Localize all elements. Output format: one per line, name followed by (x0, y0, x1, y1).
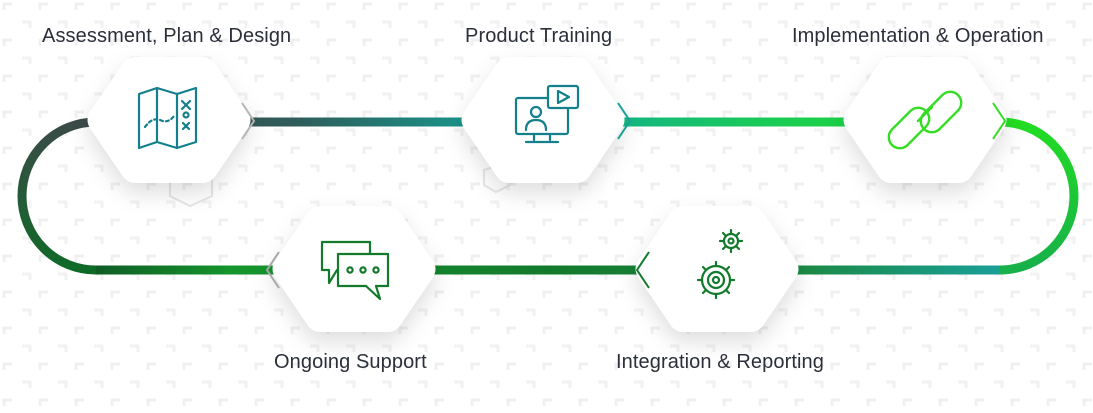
folded-map-icon (137, 86, 198, 150)
video-training-monitor-icon (514, 84, 580, 144)
step-label-implementation: Implementation & Operation (792, 25, 1044, 47)
flow-arrows (241, 102, 1007, 289)
chat-bubbles-icon (320, 240, 390, 301)
step-label-assessment: Assessment, Plan & Design (42, 25, 292, 47)
chevron-right-icon (617, 102, 632, 140)
chevron-left-icon (635, 251, 650, 289)
hexagon-node-implementation (843, 57, 1007, 183)
step-label-support: Ongoing Support (274, 351, 427, 373)
gears-target-icon (696, 228, 744, 300)
hexagon-node-training (461, 57, 625, 183)
chevron-right-icon (241, 102, 256, 140)
step-label-integration: Integration & Reporting (616, 351, 824, 373)
chain-link-icon (887, 90, 963, 150)
track-right-curve (999, 117, 1079, 275)
step-label-training: Product Training (465, 25, 613, 47)
chevron-right-icon (992, 102, 1007, 140)
track-left-curve (17, 117, 97, 275)
chevron-left-icon (265, 251, 280, 289)
hexagon-node-integration (635, 206, 799, 332)
